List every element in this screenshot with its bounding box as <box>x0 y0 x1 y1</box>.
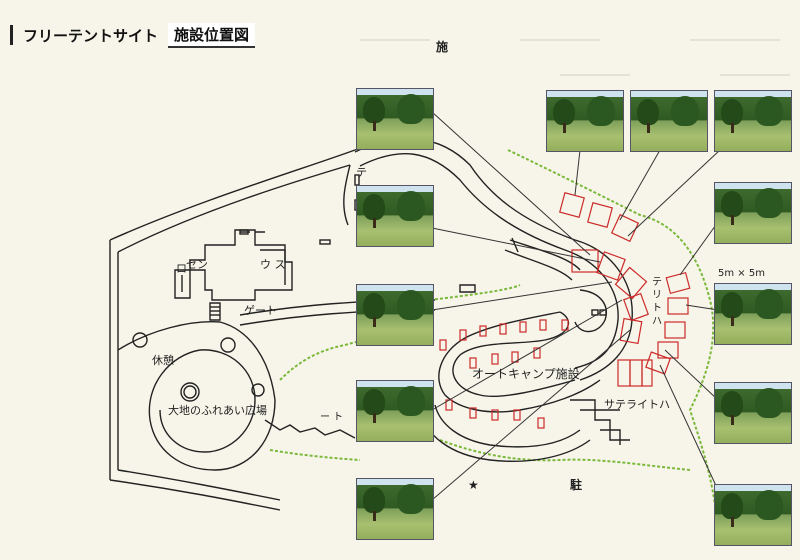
photo-right-3 <box>714 382 792 444</box>
label-auto-camp: オートキャンプ施設 <box>472 367 580 381</box>
label-vertical: テ リ ト ハ <box>652 277 662 327</box>
photo-right-2 <box>714 283 792 345</box>
label-sen: セン <box>186 258 208 271</box>
photo-left-2 <box>356 185 434 247</box>
photo-left-4 <box>356 380 434 442</box>
label-ice: ー ト <box>320 412 344 423</box>
photo-top-1 <box>546 90 624 152</box>
star-icon: ★ <box>468 478 479 492</box>
photo-left-1 <box>356 88 434 150</box>
photo-top-2 <box>630 90 708 152</box>
label-gate: ゲート <box>244 304 277 317</box>
photo-right-4 <box>714 484 792 546</box>
photo-right-1 <box>714 182 792 244</box>
photo-top-3 <box>714 90 792 152</box>
title-main: フリーテントサイト <box>23 26 159 45</box>
label-top-center: 施 <box>436 40 449 54</box>
photo-left-3 <box>356 284 434 346</box>
label-satellite: サテライトハ <box>604 398 670 411</box>
label-ro: ロ <box>176 262 187 275</box>
camp-sites <box>439 192 691 429</box>
label-size: 5m × 5m <box>718 268 765 279</box>
map-title: フリーテントサイト 施設位置図 <box>10 22 256 48</box>
label-kyukei: 休憩 <box>152 354 174 367</box>
title-sub: 施設位置図 <box>168 22 256 48</box>
background-faint-marks <box>360 39 790 76</box>
label-parking: 駐 <box>570 478 583 492</box>
leader-lines <box>431 111 721 501</box>
label-te: テ <box>356 166 367 179</box>
title-bar-mark <box>10 25 13 45</box>
label-uu: ウ ス <box>260 258 286 271</box>
left-park-roads <box>109 147 436 511</box>
label-hiroba: 大地のふれあい広場 <box>168 404 267 417</box>
photo-left-5 <box>356 478 434 540</box>
